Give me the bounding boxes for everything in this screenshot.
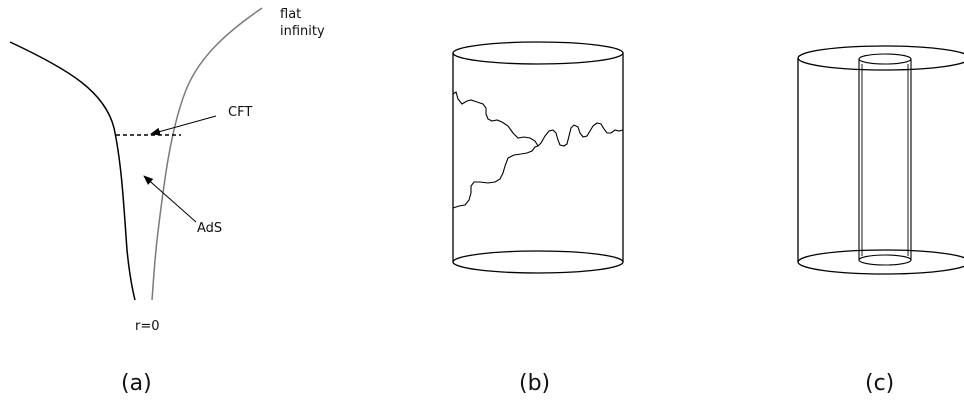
cft-label: CFT <box>228 105 252 120</box>
ads-label: AdS <box>197 221 222 236</box>
inner-tube-top-ellipse <box>858 53 912 65</box>
throat-left-curve <box>9 41 136 301</box>
fluctuating-brane-lower <box>452 145 539 209</box>
caption-b: (b) <box>519 371 550 396</box>
caption-c: (c) <box>865 371 894 396</box>
infinity-label: infinity <box>280 24 325 39</box>
cylinder-bottom-ellipse <box>452 250 624 274</box>
panel-b: (b) <box>452 41 624 396</box>
panel-a: flat infinity CFT AdS r=0 (a) <box>9 7 325 396</box>
throat-right-curve <box>151 7 263 301</box>
outer-bottom-ellipse <box>797 249 964 275</box>
cylinder-top-ellipse <box>452 41 624 65</box>
inner-tube-bottom-ellipse <box>858 254 912 266</box>
fluctuating-brane-upper <box>452 91 624 147</box>
caption-a: (a) <box>121 371 152 396</box>
panel-c: (c) <box>797 45 964 396</box>
ads-arrow <box>143 175 197 223</box>
flat-label: flat <box>280 7 301 22</box>
r0-label: r=0 <box>135 319 160 334</box>
cft-arrow <box>150 115 217 136</box>
